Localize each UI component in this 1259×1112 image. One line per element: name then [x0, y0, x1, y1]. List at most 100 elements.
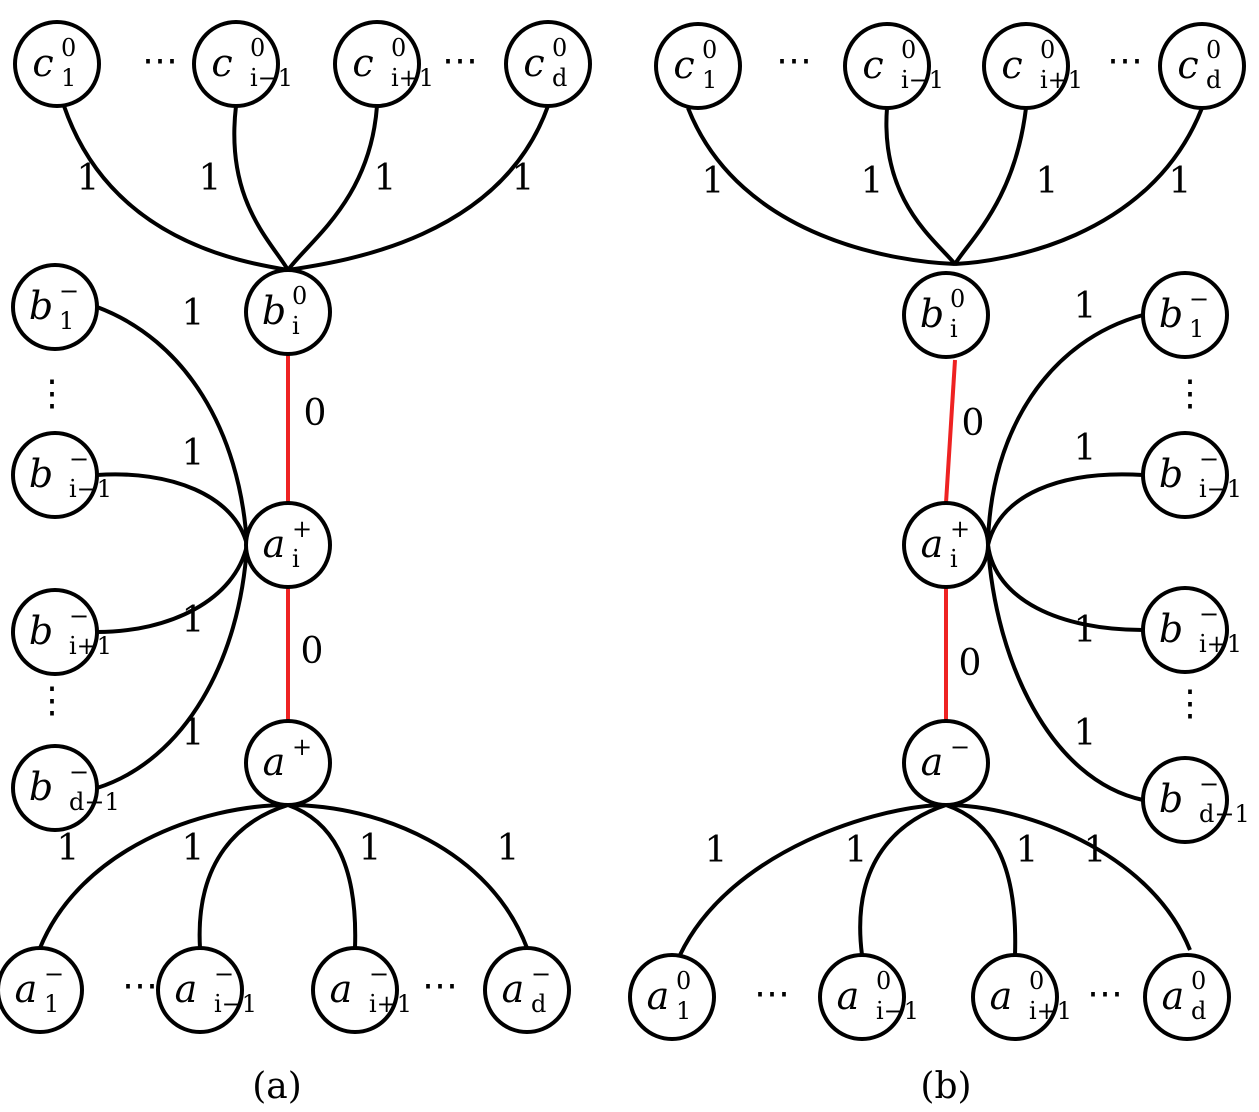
edge-weight-label: 0 — [301, 631, 324, 672]
node-circle — [1141, 586, 1229, 674]
edge-weight-label: 0 — [959, 643, 982, 684]
node-label: a — [175, 967, 198, 1011]
node-superscript: − — [214, 960, 234, 988]
node-subscript: i — [292, 312, 300, 340]
node-a-bdm1: b−d−1 — [11, 744, 120, 832]
node-subscript: i−1 — [214, 990, 257, 1018]
node-label: a — [837, 974, 860, 1018]
node-superscript: 0 — [1191, 967, 1206, 995]
edge-a-bim1-aip — [96, 472, 249, 546]
node-subscript: 1 — [61, 64, 76, 92]
edge-weight-label: 1 — [497, 828, 520, 869]
edge-b-cim1-bi0 — [884, 107, 957, 266]
node-label: c — [352, 41, 373, 85]
edge-weight-label: 1 — [1074, 286, 1097, 327]
edge-weight-label: 1 — [374, 158, 397, 199]
node-circle — [982, 22, 1070, 110]
edge-b-cd-bi0 — [954, 107, 1204, 266]
node-label: c — [32, 41, 53, 85]
node-a-a1: a−1 — [0, 946, 84, 1034]
node-label: a — [647, 974, 670, 1018]
edge-a-c1-bi0 — [62, 105, 289, 272]
edge-weight-label: 1 — [1074, 428, 1097, 469]
node-superscript: 0 — [1040, 36, 1055, 64]
node-circle — [0, 946, 84, 1034]
node-label: a — [921, 522, 944, 566]
ellipsis-horizontal: ⋯ — [754, 973, 790, 1014]
node-circle — [156, 946, 244, 1034]
ellipsis-horizontal: ⋯ — [776, 40, 812, 81]
ellipsis-horizontal: ⋯ — [422, 965, 458, 1006]
node-a-ad: a−d — [483, 946, 571, 1034]
edge-b-c1-bi0 — [686, 107, 956, 266]
node-superscript: − — [369, 960, 389, 988]
node-superscript: 0 — [292, 282, 307, 310]
edge-weight-label: 1 — [845, 830, 868, 871]
node-superscript: + — [292, 733, 312, 761]
node-superscript: − — [950, 733, 970, 761]
node-label: a — [263, 740, 286, 784]
node-superscript: + — [950, 515, 970, 543]
edge-weight-label: 1 — [77, 158, 100, 199]
edge-weight-label: 1 — [1036, 161, 1059, 202]
edge-weight-label: 1 — [359, 828, 382, 869]
node-b-b1: b−1 — [1141, 271, 1229, 359]
node-superscript: 0 — [876, 967, 891, 995]
node-subscript: d−1 — [69, 788, 120, 816]
node-superscript: − — [1199, 770, 1219, 798]
ellipsis-vertical: ⋮ — [1172, 373, 1208, 414]
edge-b-aip1-am — [945, 803, 1018, 956]
node-label: b — [1159, 607, 1183, 651]
node-circle — [483, 946, 571, 1034]
node-circle — [1143, 953, 1231, 1041]
edge-b-b1-aip — [986, 313, 1144, 546]
node-circle — [654, 22, 742, 110]
node-circle — [504, 20, 592, 108]
node-subscript: i−1 — [250, 64, 293, 92]
node-subscript: 1 — [702, 66, 717, 94]
node-circle — [11, 263, 99, 351]
node-subscript: i — [292, 545, 300, 573]
node-circle — [244, 501, 332, 589]
node-label: c — [862, 43, 883, 87]
edge-weight-label: 0 — [304, 393, 327, 434]
edge-weight-label: 1 — [512, 158, 535, 199]
node-a-aim1: a−i−1 — [156, 946, 257, 1034]
node-subscript: i−1 — [876, 997, 919, 1025]
edge-a-aim1-ap — [197, 803, 289, 949]
node-label: a — [990, 974, 1013, 1018]
node-superscript: 0 — [702, 36, 717, 64]
node-subscript: i+1 — [391, 64, 434, 92]
node-superscript: 0 — [391, 34, 406, 62]
node-superscript: − — [1199, 445, 1219, 473]
node-label: b — [1159, 777, 1183, 821]
node-label: c — [1001, 43, 1022, 87]
node-circle — [1141, 271, 1229, 359]
edge-b-bdm1-aip — [986, 544, 1144, 802]
node-subscript: d — [531, 990, 546, 1018]
edge-weight-label: 1 — [182, 600, 205, 641]
node-circle — [244, 719, 332, 807]
edge-b-bip1-aip — [986, 544, 1144, 632]
node-circle — [902, 719, 990, 807]
node-circle — [11, 588, 99, 676]
node-a-b1: b−1 — [11, 263, 99, 351]
node-superscript: 0 — [901, 36, 916, 64]
node-circle — [192, 20, 280, 108]
edge-weight-label: 1 — [57, 828, 80, 869]
node-superscript: 0 — [1206, 36, 1221, 64]
node-subscript: i — [950, 545, 958, 573]
node-circle — [971, 953, 1059, 1041]
ellipsis-horizontal: ⋯ — [1107, 40, 1143, 81]
